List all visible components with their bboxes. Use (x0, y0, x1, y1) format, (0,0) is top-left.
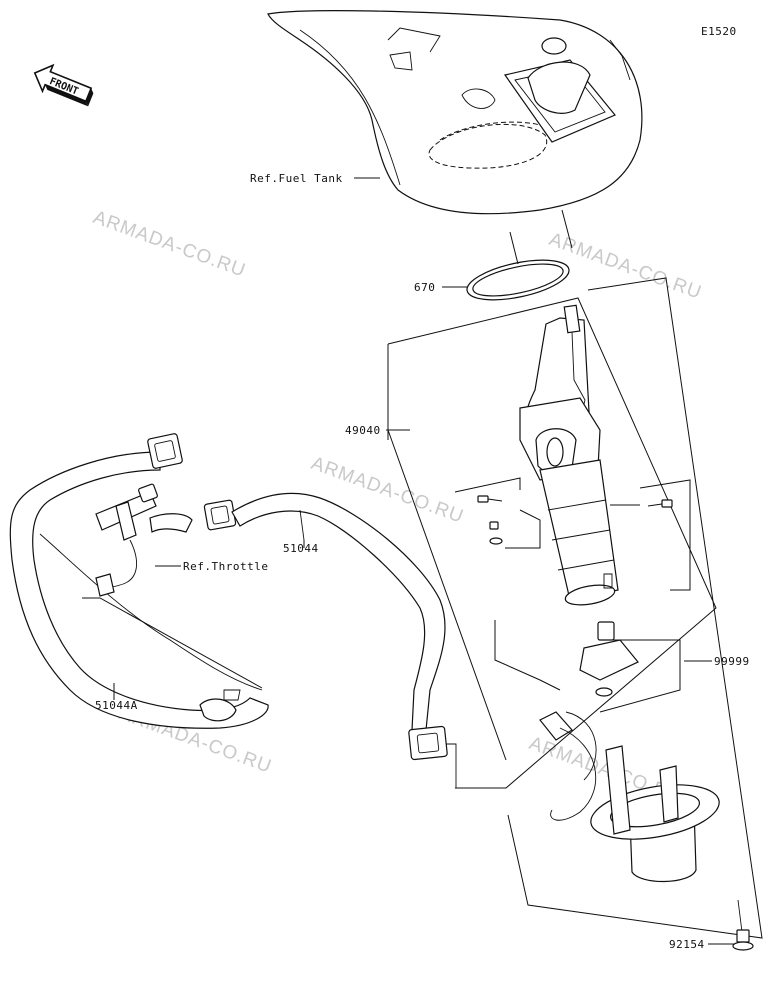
label-fuel-tank: Ref.Fuel Tank (250, 172, 343, 185)
bracket-right (639, 479, 691, 591)
front-arrow-icon: FRONT (33, 63, 94, 107)
diagram-code: E1520 (701, 25, 737, 38)
gasket-ring (466, 259, 570, 301)
kit-outline (507, 277, 763, 939)
bracket-left (454, 477, 541, 549)
throttle-connector (95, 483, 193, 597)
bracket-lower (599, 504, 681, 713)
bolt (732, 899, 754, 951)
label-ring: 670 (414, 281, 435, 294)
small-fasteners (477, 495, 673, 545)
fuel-hose-long (9, 433, 269, 729)
fuel-hose-short (203, 492, 457, 788)
fuel-tank (267, 10, 643, 215)
pump-flange (539, 711, 720, 883)
leader-hose-long (82, 597, 263, 689)
pump-outline (387, 297, 717, 789)
label-hose-2: 51044A (95, 699, 138, 712)
label-pump: 49040 (345, 424, 381, 437)
pump-outline-diag (387, 429, 507, 761)
guide-ring-top (509, 231, 519, 265)
guide-tank-right (561, 209, 573, 249)
label-throttle: Ref.Throttle (183, 560, 268, 573)
watermark-1: ARMADA-CO.RU (90, 207, 248, 282)
pump-filter (579, 621, 639, 697)
label-kit: 99999 (714, 655, 750, 668)
fuel-pump (519, 304, 619, 606)
bracket-bottom (494, 620, 561, 691)
label-bolt: 92154 (669, 938, 705, 951)
label-hose-1: 51044 (283, 542, 319, 555)
